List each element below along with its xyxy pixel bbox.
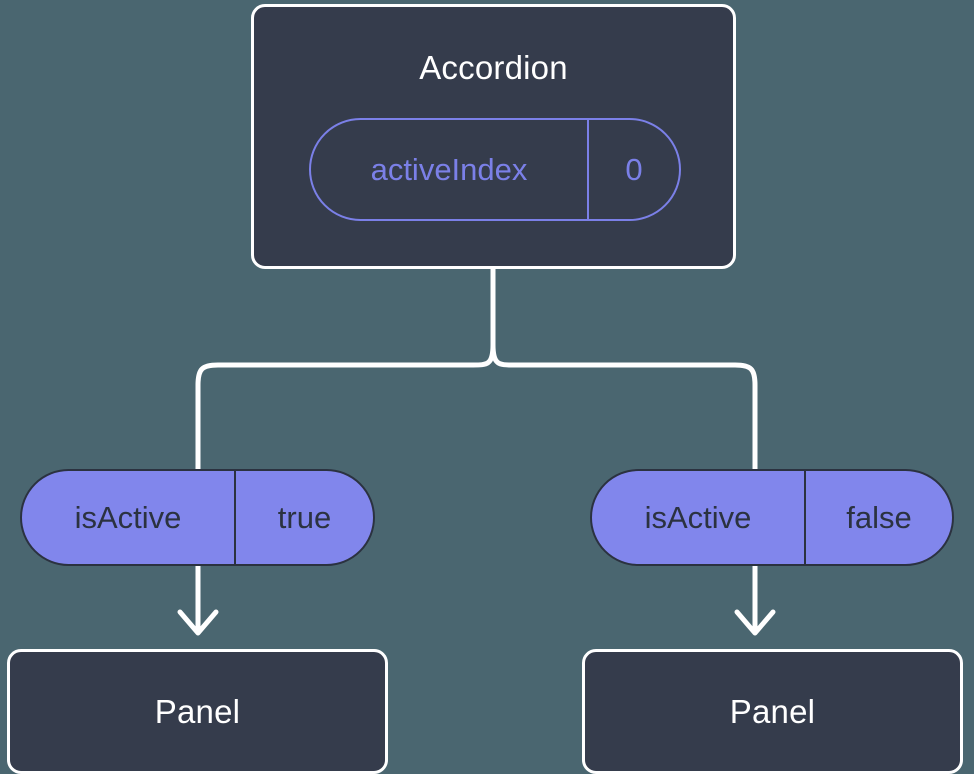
node-panel-left[interactable]: Panel bbox=[7, 649, 388, 774]
state-pill-key: activeIndex bbox=[311, 120, 589, 219]
arrow-down-left-head bbox=[177, 609, 219, 636]
prop-pill-is-active-false[interactable]: isActive false bbox=[590, 469, 954, 566]
prop-pill-key: isActive bbox=[592, 471, 806, 564]
connector-root-to-right-pill bbox=[490, 266, 758, 472]
connector-root-to-left-pill bbox=[195, 266, 496, 472]
node-panel-right[interactable]: Panel bbox=[582, 649, 963, 774]
node-panel-left-title: Panel bbox=[154, 693, 241, 730]
node-accordion-title: Accordion bbox=[419, 49, 568, 86]
prop-pill-value: true bbox=[277, 499, 332, 535]
prop-pill-is-active-true[interactable]: isActive true bbox=[20, 469, 375, 566]
state-pill-value: 0 bbox=[625, 151, 643, 187]
state-pill-active-index[interactable]: activeIndex 0 bbox=[309, 118, 681, 221]
arrow-down-right-head bbox=[734, 609, 776, 636]
prop-pill-key: isActive bbox=[22, 471, 236, 564]
prop-pill-value: false bbox=[846, 499, 912, 535]
node-panel-right-title: Panel bbox=[729, 693, 816, 730]
